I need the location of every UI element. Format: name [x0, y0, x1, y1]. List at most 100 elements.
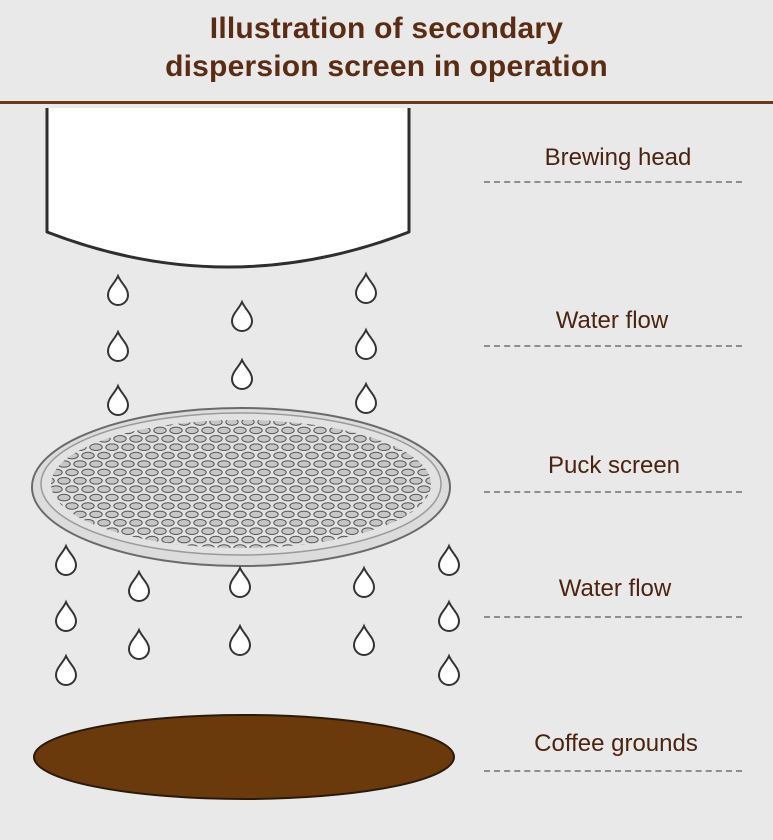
- screen-hole: [257, 502, 271, 510]
- screen-hole: [129, 502, 143, 510]
- screen-hole: [177, 451, 191, 460]
- screen-hole: [313, 460, 327, 468]
- water-drop-icon: [230, 357, 254, 390]
- screen-hole: [113, 468, 127, 477]
- screen-hole: [185, 443, 199, 452]
- label-puck-screen: Puck screen: [547, 452, 681, 479]
- screen-hole: [105, 477, 119, 485]
- screen-hole: [417, 420, 431, 426]
- screen-hole: [97, 468, 111, 477]
- screen-hole: [305, 451, 319, 460]
- screen-hole: [193, 502, 207, 510]
- screen-hole: [281, 527, 295, 536]
- screen-hole: [329, 493, 343, 502]
- screen-hole: [113, 435, 127, 443]
- screen-hole: [89, 443, 103, 452]
- screen-hole: [34, 436, 46, 443]
- screen-hole: [137, 460, 151, 468]
- screen-hole: [281, 426, 295, 435]
- screen-hole: [377, 460, 391, 468]
- screen-hole: [169, 493, 183, 502]
- screen-hole: [209, 485, 223, 494]
- leader-line-puck-screen: [484, 491, 742, 493]
- lower-water-drops: [54, 543, 461, 686]
- screen-hole: [353, 435, 367, 443]
- screen-hole: [425, 443, 431, 452]
- brewing-head-shape: [45, 108, 411, 269]
- screen-hole: [401, 485, 415, 494]
- screen-hole: [129, 519, 143, 527]
- screen-hole: [369, 485, 383, 494]
- screen-hole: [249, 460, 263, 468]
- screen-hole: [177, 535, 191, 544]
- water-drop-icon: [127, 569, 151, 602]
- screen-hole: [321, 468, 335, 477]
- screen-hole: [113, 502, 127, 510]
- screen-hole: [345, 443, 359, 452]
- screen-hole: [265, 544, 279, 548]
- screen-hole: [185, 493, 199, 502]
- screen-hole: [137, 443, 151, 452]
- screen-hole: [233, 493, 247, 502]
- screen-hole: [241, 468, 255, 477]
- screen-hole: [417, 485, 431, 494]
- screen-hole: [97, 485, 111, 494]
- screen-hole: [51, 544, 55, 548]
- screen-hole: [369, 502, 383, 510]
- screen-hole: [153, 460, 167, 468]
- screen-hole: [297, 477, 311, 485]
- water-drop-icon: [228, 623, 252, 656]
- screen-hole: [233, 527, 247, 536]
- screen-hole: [393, 510, 407, 519]
- screen-hole: [281, 477, 295, 485]
- screen-hole: [169, 460, 183, 468]
- screen-hole: [209, 468, 223, 477]
- screen-hole: [217, 510, 231, 519]
- screen-hole: [185, 510, 199, 519]
- screen-hole: [65, 502, 79, 510]
- screen-hole: [313, 493, 327, 502]
- screen-hole: [193, 468, 207, 477]
- screen-hole: [225, 451, 239, 460]
- screen-hole: [329, 477, 343, 485]
- screen-hole: [89, 477, 103, 485]
- screen-hole: [241, 420, 255, 426]
- title-divider: [0, 101, 773, 104]
- screen-hole: [209, 519, 223, 527]
- screen-hole: [345, 477, 359, 485]
- screen-hole: [313, 477, 327, 485]
- screen-hole: [225, 468, 239, 477]
- screen-hole: [161, 502, 175, 510]
- water-drop-icon: [437, 543, 461, 576]
- screen-hole: [337, 519, 351, 527]
- screen-hole: [209, 502, 223, 510]
- screen-hole: [113, 485, 127, 494]
- screen-hole: [217, 493, 231, 502]
- screen-hole: [353, 485, 367, 494]
- screen-hole: [225, 535, 239, 544]
- water-drop-icon: [354, 381, 378, 414]
- screen-hole: [257, 485, 271, 494]
- screen-hole: [201, 443, 215, 452]
- diagram-title: Illustration of secondary dispersion scr…: [0, 0, 773, 102]
- screen-hole: [65, 485, 79, 494]
- screen-hole: [281, 493, 295, 502]
- screen-hole: [321, 451, 335, 460]
- screen-hole: [313, 426, 327, 435]
- screen-hole: [289, 519, 303, 527]
- screen-hole: [51, 527, 55, 536]
- screen-hole: [401, 502, 415, 510]
- screen-hole: [345, 460, 359, 468]
- screen-hole: [273, 485, 287, 494]
- screen-hole: [385, 451, 399, 460]
- screen-hole: [177, 502, 191, 510]
- screen-hole: [153, 493, 167, 502]
- screen-hole: [233, 544, 247, 548]
- screen-hole: [265, 443, 279, 452]
- screen-hole: [353, 502, 367, 510]
- screen-hole: [329, 460, 343, 468]
- screen-hole: [185, 527, 199, 536]
- screen-hole: [161, 535, 175, 544]
- screen-hole: [97, 420, 111, 426]
